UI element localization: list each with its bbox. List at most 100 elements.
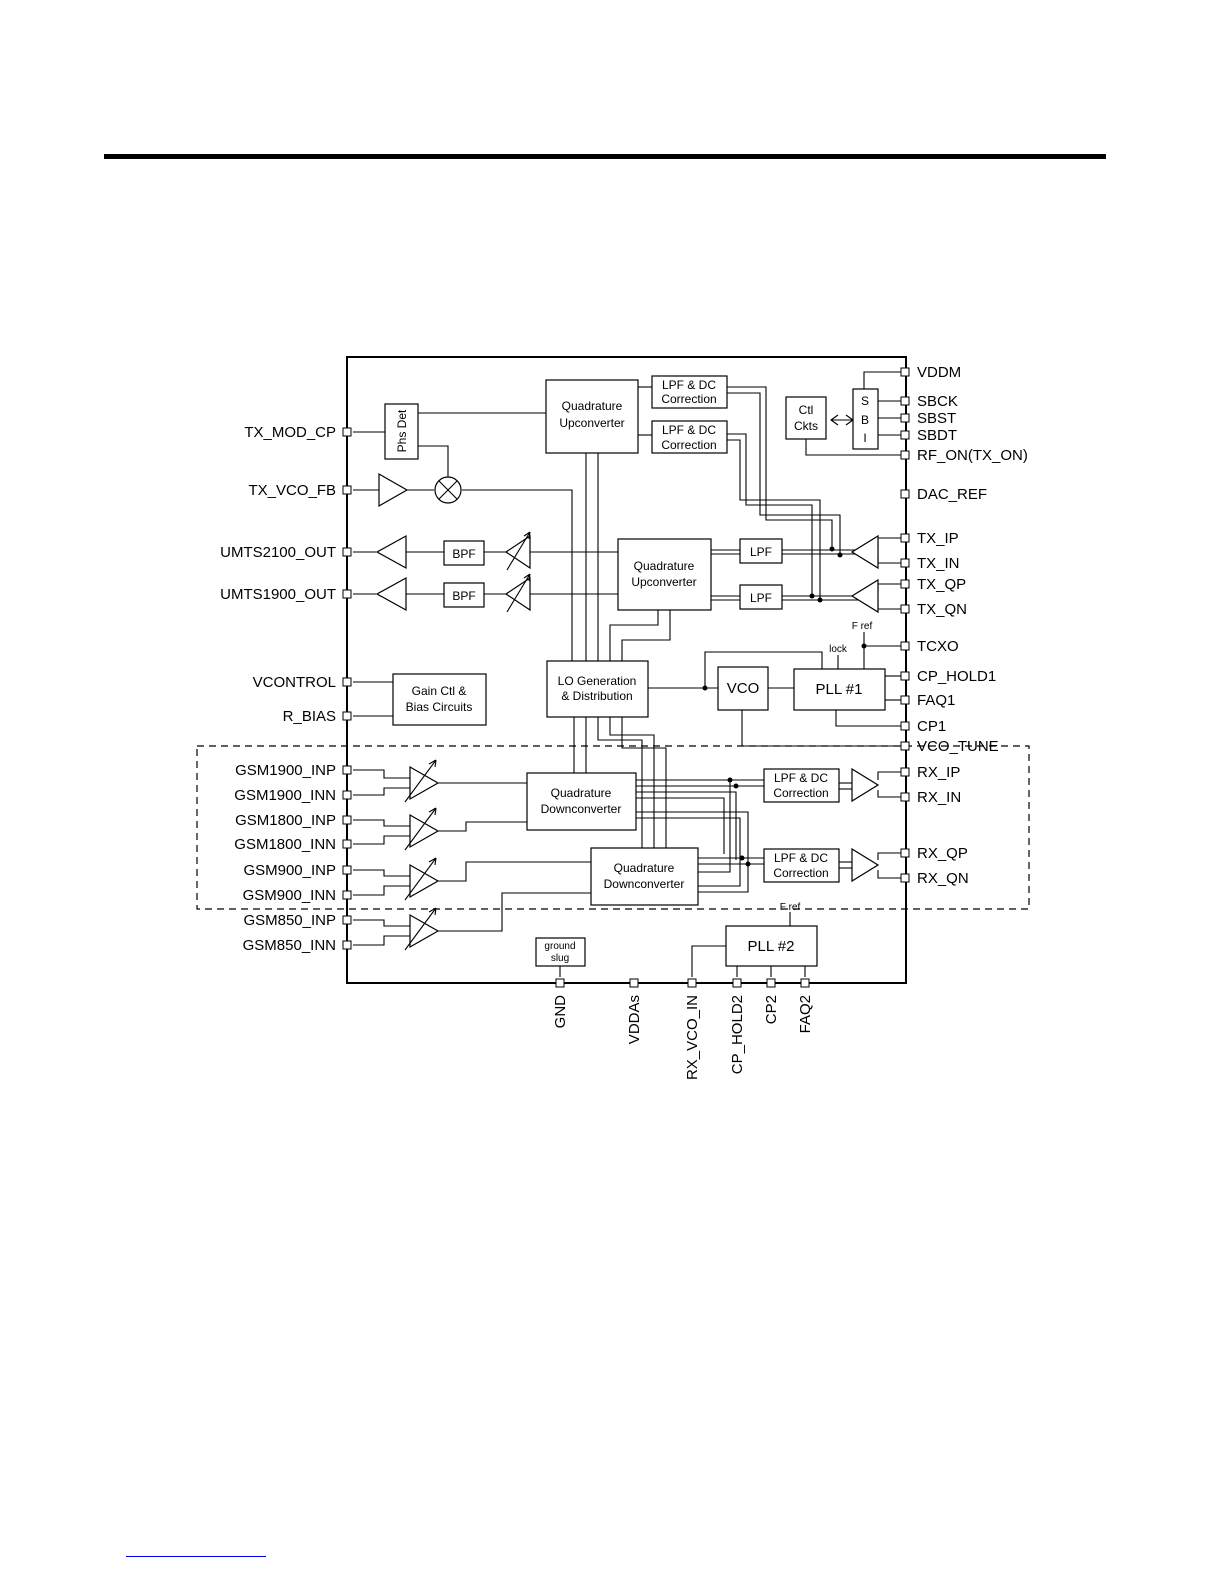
pin-pad-right xyxy=(900,579,910,589)
pin-label-left: GSM1900_INP xyxy=(235,762,336,779)
block-vco: VCO xyxy=(717,666,769,711)
svg-text:LO Generation: LO Generation xyxy=(558,674,637,688)
pin-label-left: GSM900_INN xyxy=(243,887,336,904)
fref-label-2: F ref xyxy=(780,902,801,913)
svg-text:LPF & DC: LPF & DC xyxy=(662,378,716,392)
block-diagram: Quadrature Upconverter LPF & DC Correcti… xyxy=(196,356,1030,1080)
tx-i-amp xyxy=(850,534,879,570)
svg-text:Upconverter: Upconverter xyxy=(559,416,624,430)
block-ctl-ckts: Ctl Ckts xyxy=(785,396,827,440)
svg-text:LPF & DC: LPF & DC xyxy=(662,423,716,437)
pin-pad-bottom xyxy=(766,978,776,988)
pin-pad-left xyxy=(342,865,352,875)
block-quad-downconverter-2: Quadrature Downconverter xyxy=(590,847,699,906)
pin-label-right: SBDT xyxy=(917,427,957,444)
umts1900-vga xyxy=(504,573,531,613)
pin-pad-right xyxy=(900,533,910,543)
pin-label-right: SBST xyxy=(917,410,956,427)
pin-pad-right xyxy=(900,721,910,731)
gsm1800-lna xyxy=(404,807,440,851)
rx-q-amp xyxy=(851,847,880,883)
svg-text:LPF: LPF xyxy=(750,591,772,605)
pin-pad-right xyxy=(900,604,910,614)
pin-pad-right xyxy=(900,489,910,499)
header-rule xyxy=(104,154,1106,159)
gsm900-lna xyxy=(404,857,440,901)
pin-label-right: VDDM xyxy=(917,364,961,381)
svg-text:Correction: Correction xyxy=(773,866,828,880)
block-bpf-1: BPF xyxy=(443,540,485,566)
block-lpf-dc-rx-2: LPF & DC Correction xyxy=(763,848,840,883)
fref-label-1: F ref xyxy=(852,621,873,632)
svg-text:I: I xyxy=(863,431,866,445)
gsm-dashed-region xyxy=(196,745,1030,910)
chip-outline xyxy=(346,356,907,984)
pin-pad-bottom xyxy=(687,978,697,988)
block-pll2: PLL #2 xyxy=(725,925,818,967)
svg-text:slug: slug xyxy=(551,953,569,964)
pin-pad-right xyxy=(900,792,910,802)
pin-label-right: CP1 xyxy=(917,718,946,735)
svg-text:Bias Circuits: Bias Circuits xyxy=(406,700,473,714)
svg-text:LPF: LPF xyxy=(750,545,772,559)
pin-label-bottom: VDDAs xyxy=(626,995,643,1044)
junction-dots xyxy=(702,546,867,867)
svg-text:Downconverter: Downconverter xyxy=(604,877,685,891)
pin-label-left: VCONTROL xyxy=(253,674,336,691)
pin-label-left: UMTS1900_OUT xyxy=(220,586,336,603)
block-sbi: S B I xyxy=(852,388,879,450)
pin-pad-right xyxy=(900,413,910,423)
pin-label-left: GSM850_INP xyxy=(243,912,336,929)
svg-text:Ctl: Ctl xyxy=(799,403,814,417)
block-bpf-2: BPF xyxy=(443,582,485,608)
pin-label-right: DAC_REF xyxy=(917,486,987,503)
pin-pad-right xyxy=(900,641,910,651)
pin-label-bottom: GND xyxy=(552,995,569,1029)
pin-label-bottom: FAQ2 xyxy=(797,995,814,1033)
pin-label-bottom: CP_HOLD2 xyxy=(729,995,746,1074)
rx-i-amp xyxy=(851,767,880,803)
umts2100-pa xyxy=(375,534,407,570)
pin-label-left: GSM1900_INN xyxy=(234,787,336,804)
block-quad-downconverter-1: Quadrature Downconverter xyxy=(526,772,637,831)
pin-pad-right xyxy=(900,671,910,681)
ctl-sbi-bidir-arrow xyxy=(830,414,854,426)
svg-text:PLL #1: PLL #1 xyxy=(816,681,863,698)
pin-pad-left xyxy=(342,940,352,950)
pin-label-left: GSM1800_INP xyxy=(235,812,336,829)
svg-text:S: S xyxy=(861,394,869,408)
pin-pad-right xyxy=(900,741,910,751)
gsm1900-lna xyxy=(404,759,440,803)
pin-label-right: CP_HOLD1 xyxy=(917,668,996,685)
pin-pad-right xyxy=(900,558,910,568)
pin-label-left: TX_VCO_FB xyxy=(248,482,336,499)
pin-pad-left xyxy=(342,915,352,925)
pin-pad-left xyxy=(342,589,352,599)
svg-text:& Distribution: & Distribution xyxy=(561,689,632,703)
pin-pad-right xyxy=(900,848,910,858)
footer-link-underline xyxy=(126,1556,266,1557)
svg-text:Quadrature: Quadrature xyxy=(634,559,695,573)
pin-pad-left xyxy=(342,485,352,495)
pin-label-right: RX_QN xyxy=(917,870,969,887)
svg-text:LPF & DC: LPF & DC xyxy=(774,851,828,865)
block-quad-upconverter-mid: Quadrature Upconverter xyxy=(617,538,712,611)
pin-label-right: RX_QP xyxy=(917,845,968,862)
pin-label-right: RX_IP xyxy=(917,764,960,781)
pin-pad-bottom xyxy=(800,978,810,988)
svg-text:Correction: Correction xyxy=(661,438,716,452)
block-lpf-dc-tx-1: LPF & DC Correction xyxy=(651,375,728,409)
svg-text:Quadrature: Quadrature xyxy=(551,786,612,800)
pin-label-left: TX_MOD_CP xyxy=(244,424,336,441)
block-lpf-dc-tx-2: LPF & DC Correction xyxy=(651,420,728,454)
left-pins: TX_MOD_CPTX_VCO_FBUMTS2100_OUTUMTS1900_O… xyxy=(220,424,352,954)
tx-vco-buffer xyxy=(378,472,409,508)
pin-pad-left xyxy=(342,815,352,825)
svg-text:Downconverter: Downconverter xyxy=(541,802,622,816)
pin-label-bottom: RX_VCO_IN xyxy=(684,995,701,1080)
pin-label-right: SBCK xyxy=(917,393,958,410)
pin-pad-left xyxy=(342,790,352,800)
pin-pad-left xyxy=(342,677,352,687)
pin-label-right: FAQ1 xyxy=(917,692,955,709)
